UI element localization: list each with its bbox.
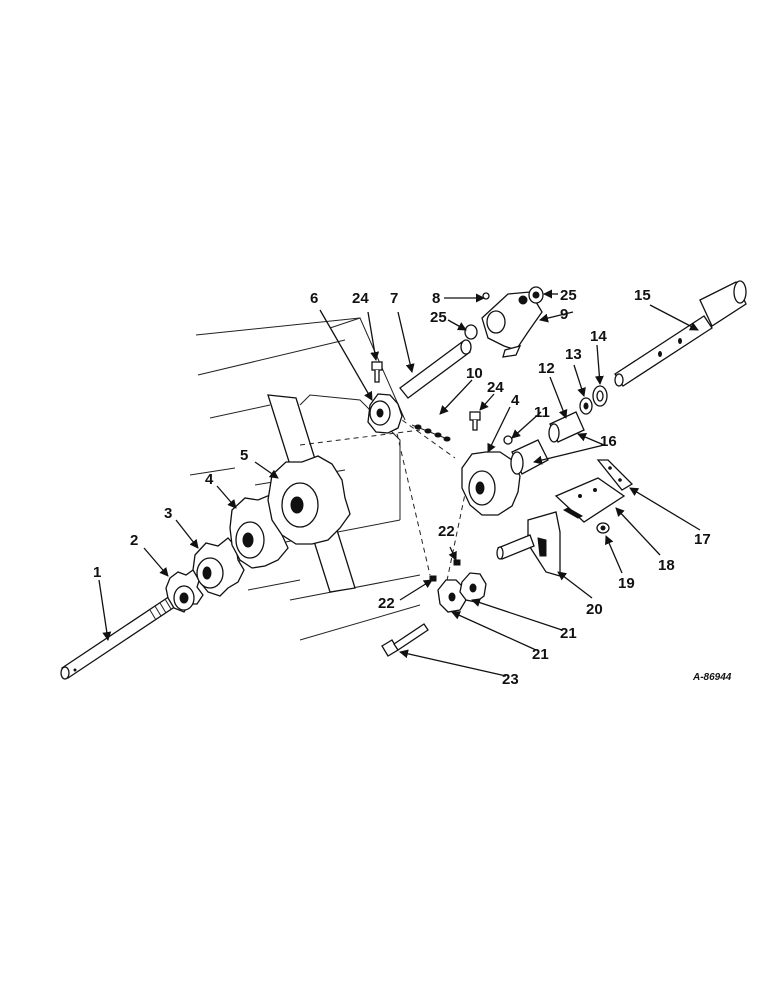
- part-24-bolt-upper: [371, 361, 383, 383]
- callout-12: 12: [538, 360, 555, 377]
- callout-22-lower: 22: [378, 595, 395, 612]
- part-2-sprocket: [165, 569, 204, 613]
- part-14-washer: [592, 385, 608, 407]
- callout-10: 10: [466, 365, 483, 382]
- callout-17: 17: [694, 531, 711, 548]
- callout-24-upper: 24: [352, 290, 369, 307]
- callout-8: 8: [432, 290, 440, 307]
- part-21-sprocket-b: [459, 572, 487, 603]
- callout-3: 3: [164, 505, 172, 522]
- part-24-bolt-middle: [469, 411, 481, 431]
- part-23-bolt: [381, 623, 429, 657]
- part-22-key-upper: [453, 559, 461, 566]
- part-1-shaft: [60, 595, 177, 680]
- part-16-coupler: [510, 439, 549, 475]
- callout-24-middle: 24: [487, 379, 504, 396]
- part-19-nut: [596, 522, 610, 534]
- part-10-chain: [411, 424, 451, 442]
- leader-lines: [98, 289, 701, 677]
- callout-25-upper: 25: [560, 287, 577, 304]
- part-11-screw: [503, 435, 513, 445]
- part-13-washer: [579, 397, 593, 415]
- callout-20: 20: [586, 601, 603, 618]
- part-5-large-sprocket: [267, 455, 351, 545]
- part-7-pin: [399, 339, 472, 399]
- callout-4-right: 4: [511, 392, 520, 409]
- callout-22-upper: 22: [438, 523, 455, 540]
- part-21-sprocket-a: [437, 579, 467, 613]
- part-9-bracket: [481, 291, 543, 358]
- callout-21-lower: 21: [532, 646, 549, 663]
- part-4-sprocket-right: [461, 451, 521, 516]
- callout-1: 1: [93, 564, 101, 581]
- callout-6: 6: [310, 290, 318, 307]
- part-17-plate: [596, 459, 634, 491]
- part-25-bushing-lower: [464, 324, 478, 340]
- callout-5: 5: [240, 447, 248, 464]
- callout-15: 15: [634, 287, 651, 304]
- part-15-shaft: [614, 280, 747, 387]
- callout-4-left: 4: [205, 471, 214, 488]
- part-22-key-lower: [429, 575, 437, 582]
- part-12-sleeve: [548, 411, 585, 443]
- callout-labels: 1 2 3 4 5 6 24 7 8 25 9 25 10 24 4 11 12…: [93, 287, 732, 688]
- callout-23: 23: [502, 671, 519, 688]
- callout-21-upper: 21: [560, 625, 577, 642]
- callout-13: 13: [565, 346, 582, 363]
- callout-14: 14: [590, 328, 607, 345]
- callout-7: 7: [390, 290, 398, 307]
- callout-25-lower: 25: [430, 309, 447, 326]
- part-6-sprocket: [367, 393, 403, 434]
- callout-9: 9: [560, 306, 568, 323]
- part-20-arm: [496, 511, 561, 577]
- part-18-plate: [554, 477, 626, 523]
- callout-16: 16: [600, 433, 617, 450]
- callout-18: 18: [658, 557, 675, 574]
- callout-2: 2: [130, 532, 138, 549]
- drawing-code: A-86944: [692, 672, 732, 683]
- part-25-bushing-upper: [528, 286, 544, 304]
- callout-19: 19: [618, 575, 635, 592]
- callout-11: 11: [534, 404, 550, 421]
- part-3-sprocket: [192, 537, 245, 597]
